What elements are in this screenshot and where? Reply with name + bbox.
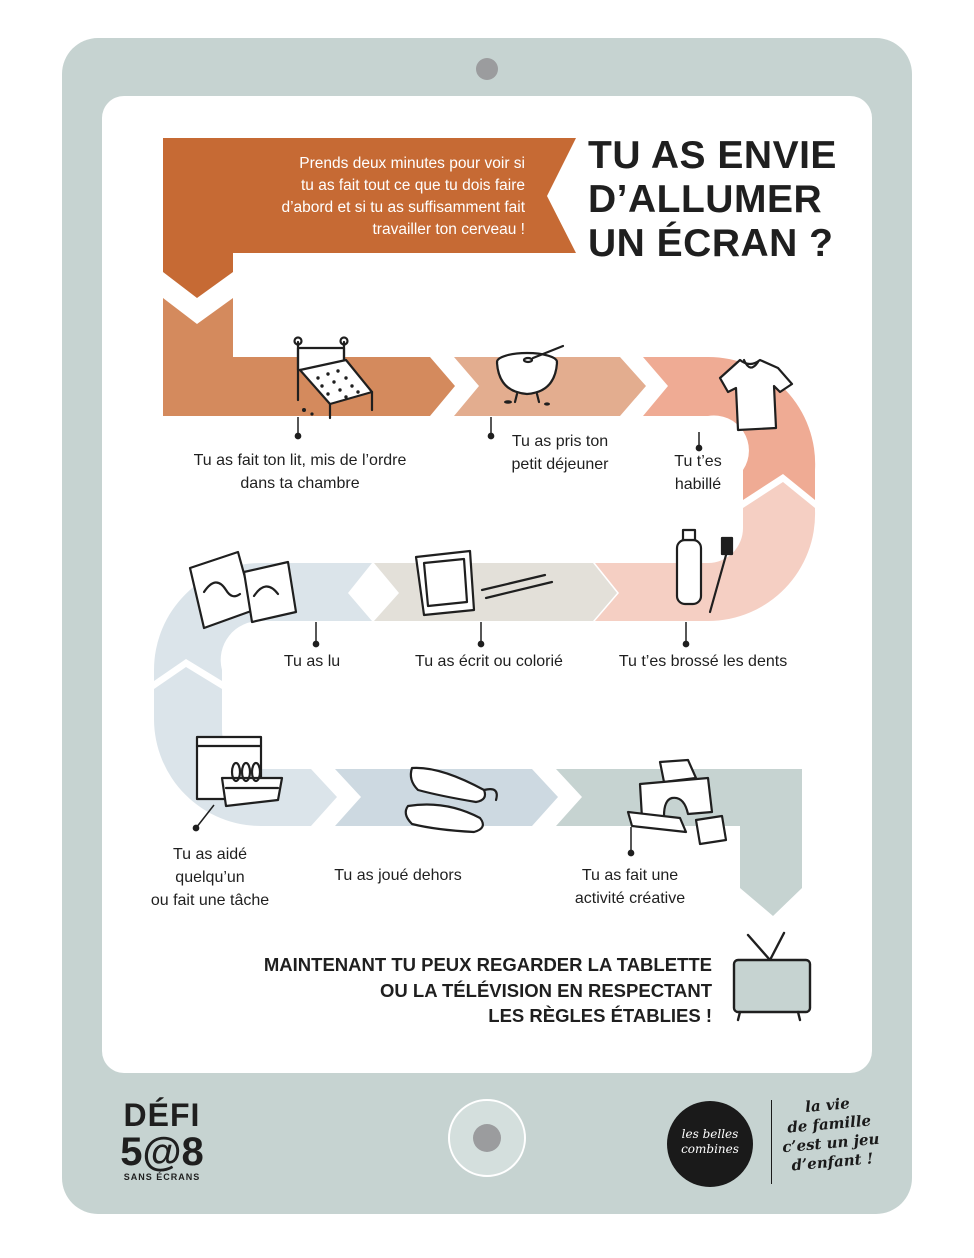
- step-label-reading: Tu as lu: [283, 653, 341, 670]
- defi-logo: DÉFI 5@8 SANS ÉCRANS: [112, 1098, 212, 1182]
- title-line: D’ALLUMER: [588, 178, 823, 221]
- step-label-dressed: Tu t’es habillé: [674, 453, 722, 493]
- notebook-pencils-icon: [414, 549, 554, 617]
- path-segment-teeth: [595, 482, 816, 622]
- path-segment-writing: [374, 563, 617, 621]
- divider: [771, 1100, 772, 1184]
- defi-subtitle: SANS ÉCRANS: [123, 1172, 201, 1182]
- step-label-teeth: Tu t’es brossé les dents: [618, 653, 788, 670]
- path-segment-creative: [556, 769, 802, 916]
- home-button[interactable]: [448, 1099, 526, 1177]
- title-line: TU AS ENVIE: [588, 134, 837, 177]
- step-label-helping: Tu as aidé quelqu’un ou fait une tâche: [150, 846, 270, 909]
- intro-banner: [163, 138, 576, 298]
- building-blocks-icon: [626, 758, 728, 846]
- step-label-creative: Tu as fait une activité créative: [574, 867, 686, 907]
- dishwasher-icon: [195, 735, 284, 808]
- defi-number: 5@8: [120, 1130, 204, 1174]
- shoes-icon: [404, 766, 498, 834]
- camera-icon: [476, 58, 498, 80]
- intro-line: travailler ton cerveau !: [372, 221, 526, 238]
- home-button-center: [473, 1124, 501, 1152]
- brand-tagline: la vie de famille c’est un jeu d’enfant …: [781, 1094, 881, 1175]
- step-label-bed: Tu as fait ton lit, mis de l’ordre dans …: [193, 452, 407, 492]
- intro-line: d’abord et si tu as suffisamment fait: [281, 199, 525, 216]
- tshirt-icon: [718, 358, 794, 432]
- intro-text: Prends deux minutes pour voir si tu as f…: [200, 153, 525, 241]
- books-icon: [188, 550, 298, 630]
- brand-logo: les belles combines: [667, 1101, 753, 1187]
- intro-line: Prends deux minutes pour voir si: [299, 155, 525, 172]
- television-icon: [732, 931, 812, 1022]
- toothbrush-icon: [675, 528, 734, 614]
- bed-icon: [293, 336, 374, 420]
- intro-line: tu as fait tout ce que tu dois faire: [300, 177, 525, 194]
- step-label-writing: Tu as écrit ou colorié: [415, 653, 563, 670]
- step-label-outdoor: Tu as joué dehors: [334, 867, 462, 884]
- cereal-bowl-icon: [495, 344, 565, 406]
- page-title: TU AS ENVIE D’ALLUMER UN ÉCRAN ?: [588, 134, 858, 266]
- final-message: MAINTENANT TU PEUX REGARDER LA TABLETTE …: [263, 954, 712, 1026]
- step-label-breakfast: Tu as pris ton petit déjeuner: [511, 433, 609, 473]
- defi-title: DÉFI: [123, 1097, 201, 1133]
- title-line: UN ÉCRAN ?: [588, 222, 834, 265]
